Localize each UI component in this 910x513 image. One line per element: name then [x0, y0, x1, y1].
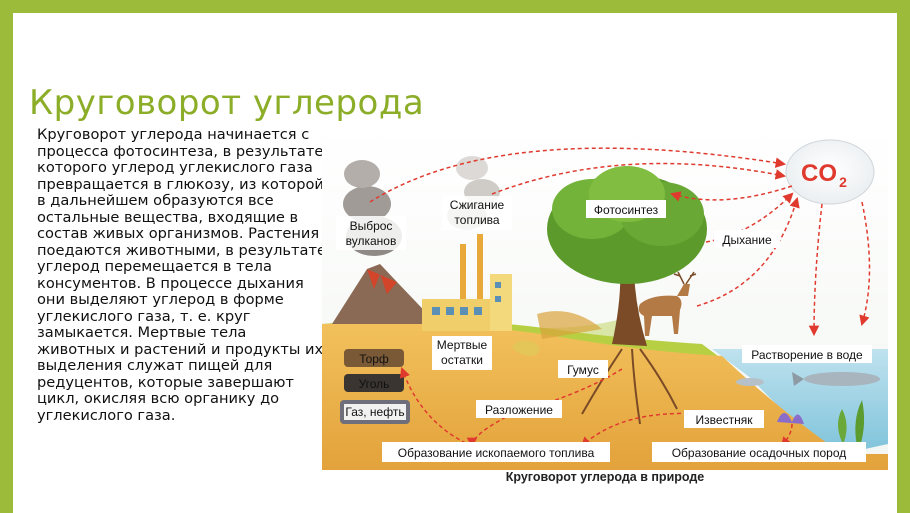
svg-text:Гумус: Гумус — [567, 363, 599, 377]
volcano — [332, 264, 437, 324]
arrow-co2-to-photosynthesis — [669, 185, 793, 202]
arrow-deer-to-co2 — [696, 196, 800, 307]
label-respiration: Дыхание — [714, 230, 780, 248]
svg-text:Образование ископаемого топлив: Образование ископаемого топлива — [398, 446, 595, 460]
svg-text:Дыхание: Дыхание — [722, 233, 772, 247]
svg-text:Мертвые: Мертвые — [437, 338, 488, 352]
svg-text:Разложение: Разложение — [485, 403, 553, 417]
label-humus: Гумус — [558, 360, 608, 378]
svg-text:Известняк: Известняк — [696, 413, 754, 427]
svg-text:Сжигание: Сжигание — [450, 198, 505, 212]
co2-subscript: 2 — [839, 174, 847, 190]
svg-text:Газ, нефть: Газ, нефть — [345, 405, 404, 419]
small-fish — [736, 378, 764, 386]
chimney — [460, 244, 466, 299]
label-gas-oil: Газ, нефть — [344, 404, 406, 420]
dead-remains — [512, 340, 540, 356]
svg-text:остатки: остатки — [441, 353, 483, 367]
label-decomposition: Разложение — [476, 400, 562, 418]
peat-layer — [344, 349, 404, 367]
carbon-cycle-diagram: CO 2 Выброс вулканов Сжигание топлива — [322, 124, 888, 470]
label-fuel-burning: Сжигание топлива — [442, 196, 512, 230]
body-text: Круговорот углерода начинается с процесс… — [37, 126, 326, 424]
svg-text:топлива: топлива — [454, 213, 499, 227]
arrow-volcano-to-co2 — [369, 147, 787, 203]
svg-text:вулканов: вулканов — [346, 234, 397, 248]
label-dissolution: Растворение в воде — [742, 345, 872, 363]
label-dead-remains: Мертвые остатки — [432, 336, 492, 370]
figure-caption: Круговорот углерода в природе — [505, 470, 705, 484]
label-volcano: Выброс вулканов — [336, 216, 406, 250]
arrow-co2-to-water — [859, 201, 871, 327]
arrow-fossil-to-layers — [399, 367, 473, 447]
label-limestone: Известняк — [684, 410, 764, 428]
svg-text:Растворение в воде: Растворение в воде — [751, 348, 863, 362]
label-fossil-fuel-formation: Образование ископаемого топлива — [382, 442, 610, 462]
tree-trunk — [612, 264, 647, 346]
label-photosynthesis: Фотосинтез — [586, 200, 666, 218]
coral — [777, 413, 804, 424]
arrow-burning-to-co2 — [491, 162, 787, 195]
co2-label: CO — [801, 160, 837, 187]
arrow-water-to-co2 — [808, 203, 823, 337]
seaweed — [838, 409, 847, 442]
slide: Круговорот углерода Круговорот углерода … — [13, 13, 897, 513]
deer — [638, 295, 682, 336]
label-sediment-formation: Образование осадочных пород — [652, 442, 866, 462]
fallen-leaves — [537, 311, 602, 339]
svg-text:Фотосинтез: Фотосинтез — [594, 203, 659, 217]
slide-title: Круговорот углерода — [29, 83, 425, 123]
label-peat: Торф — [359, 352, 389, 366]
svg-text:Образование осадочных пород: Образование осадочных пород — [672, 446, 847, 460]
coal-layer — [344, 374, 404, 392]
arrow-humus-to-decomposition — [509, 368, 623, 417]
label-coal: Уголь — [359, 377, 390, 391]
svg-text:Выброс: Выброс — [350, 219, 393, 233]
fish — [804, 372, 880, 386]
